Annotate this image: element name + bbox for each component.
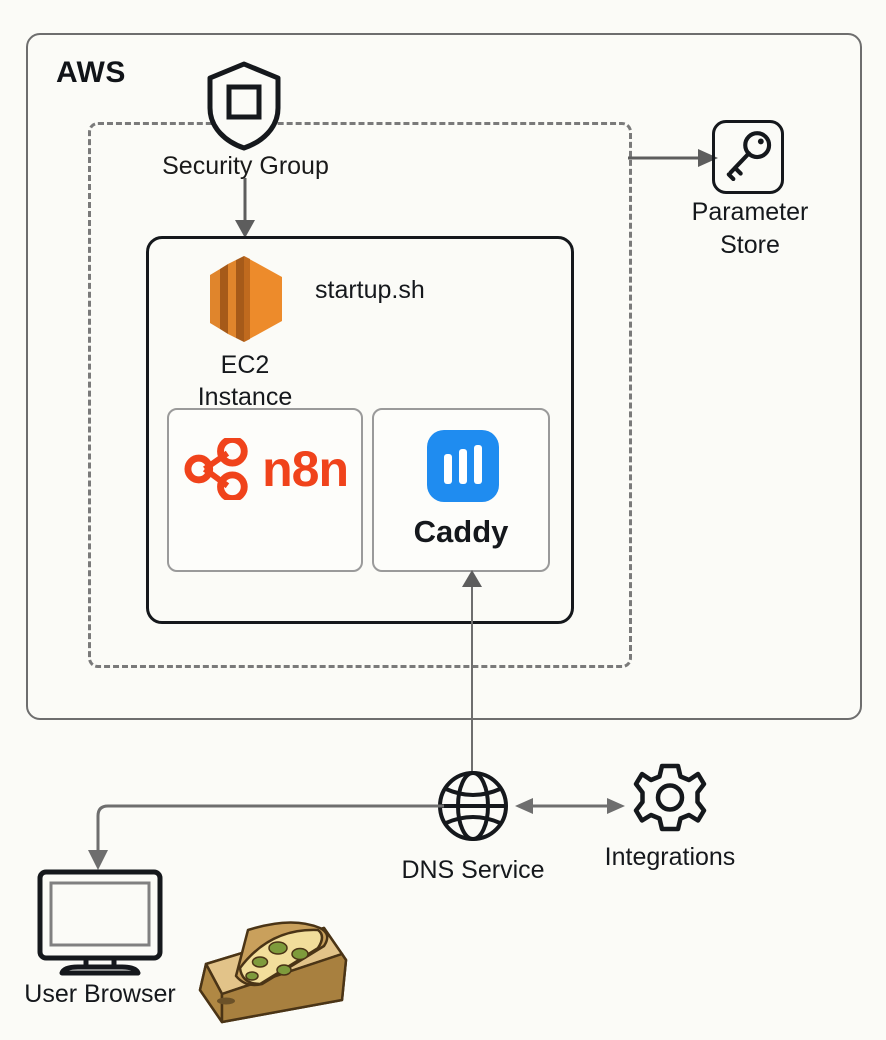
user-browser-label: User Browser — [24, 980, 176, 1008]
parameter-store-icon-frame — [712, 120, 784, 194]
n8n-card — [167, 408, 363, 572]
arrow-dns-to-integrations — [515, 798, 625, 814]
arrow-security-group-to-parameter-store — [628, 149, 718, 167]
caddy-bars-icon — [427, 430, 499, 502]
caddy-bar-1 — [444, 454, 452, 484]
shield-icon — [207, 61, 281, 151]
key-icon — [726, 131, 772, 182]
ec2-label-line2: Instance — [197, 383, 293, 411]
pizza-box-icon — [198, 921, 348, 1024]
integrations-label: Integrations — [604, 843, 736, 871]
parameter-store-label-line2: Store — [720, 230, 780, 259]
parameter-store-label-line1: Parameter — [691, 198, 809, 226]
ec2-label-line1: EC2 — [220, 351, 270, 379]
arrowhead-dns-to-caddy — [462, 570, 482, 587]
ec2-instance-box — [146, 236, 574, 624]
security-group-boundary — [88, 122, 632, 668]
aws-boundary — [26, 33, 862, 720]
caddy-bar-3 — [474, 445, 482, 484]
caddy-bar-2 — [459, 449, 467, 484]
n8n-wordmark: n8n — [262, 441, 349, 497]
caddy-label: Caddy — [413, 514, 509, 549]
startup-script-label: startup.sh — [315, 276, 425, 304]
n8n-logo-row: n8n — [183, 430, 349, 508]
gear-icon — [633, 763, 707, 832]
monitor-icon — [37, 869, 163, 976]
arrow-dns-to-user-browser — [88, 804, 444, 870]
dns-service-label: DNS Service — [401, 856, 545, 884]
aws-label: AWS — [56, 56, 126, 89]
line-dns-to-caddy — [471, 575, 473, 775]
arrow-security-group-to-ec2 — [235, 178, 255, 238]
ec2-hexagon-icon — [210, 256, 282, 342]
globe-icon — [438, 771, 508, 841]
security-group-label: Security Group — [162, 152, 329, 180]
n8n-nodes-icon — [184, 438, 248, 500]
